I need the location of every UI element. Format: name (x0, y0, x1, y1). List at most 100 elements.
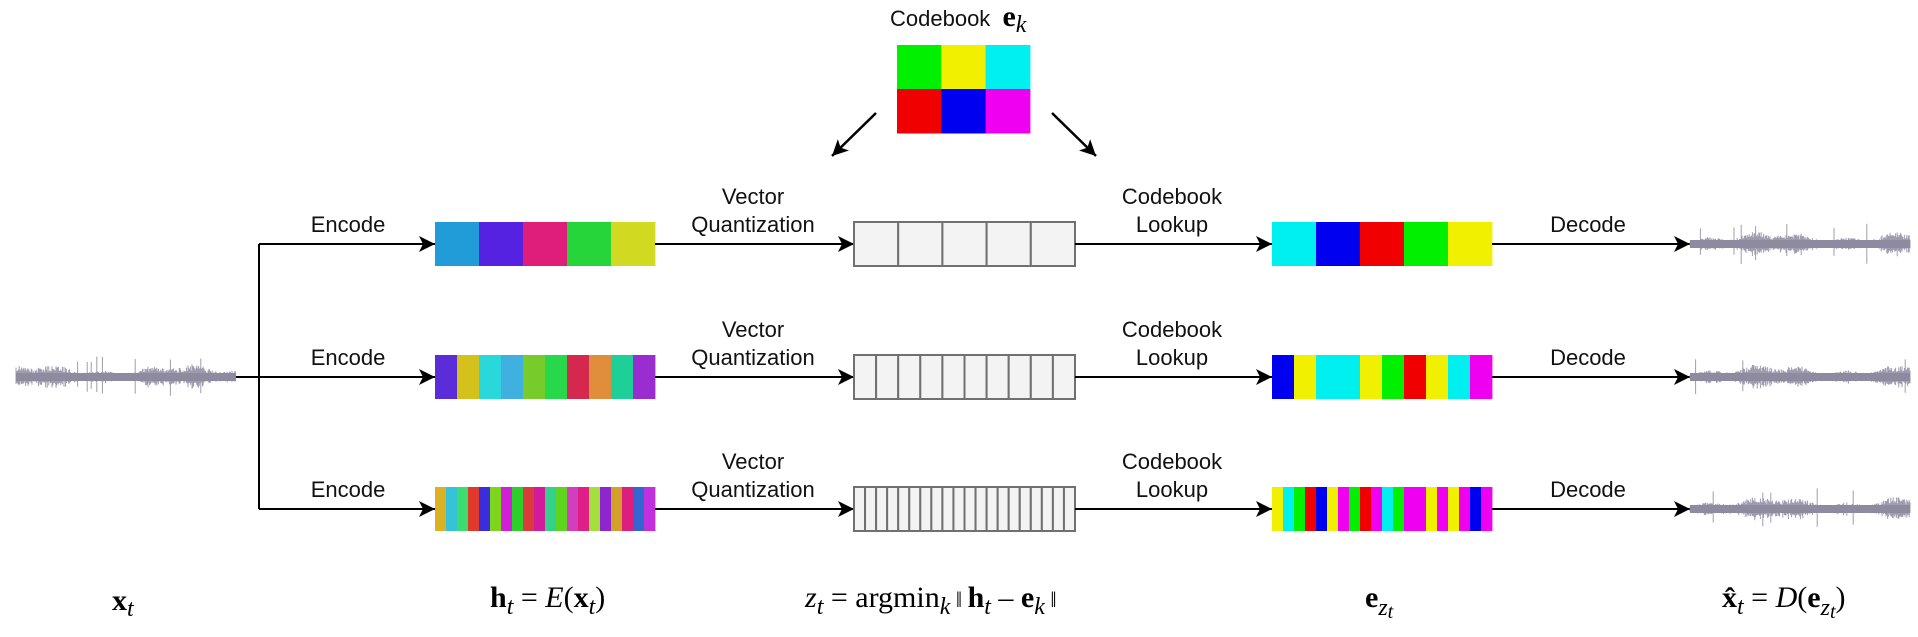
quantized-vector-segment (1316, 487, 1328, 531)
code-indices (853, 486, 1076, 532)
waveform-core (1690, 373, 1910, 381)
encoded-vector-segment (457, 487, 469, 531)
lookup-label-line2: Lookup (1136, 477, 1208, 502)
lookup-label-line1: Codebook (1122, 184, 1223, 209)
lookup-label-line1: Codebook (1122, 317, 1223, 342)
code-slot (941, 486, 955, 532)
quantized-vector-segment (1448, 487, 1460, 531)
code-slot (897, 221, 944, 267)
encoded-vector-segment (446, 487, 458, 531)
code-slot (941, 221, 988, 267)
quantized-vector-segment (1371, 487, 1383, 531)
quantized-vector-segment (1404, 355, 1427, 399)
code-slot (1029, 354, 1054, 400)
encoded-vector-segment (501, 355, 524, 399)
code-slot (1029, 486, 1043, 532)
encoded-vector-segment (633, 487, 645, 531)
vq-label-line1: Vector (722, 184, 784, 209)
quantized-vector-segment (1426, 355, 1449, 399)
encoded-vector-segment (523, 355, 546, 399)
waveform-core (16, 373, 236, 381)
vq-label-line2: Quantization (691, 477, 815, 502)
formula-decoder: x̂t = D(ezt) (1722, 581, 1846, 623)
quantized-vector-segment (1272, 355, 1295, 399)
code-slot (908, 486, 922, 532)
code-slot (974, 486, 988, 532)
quantized-vector-segment (1338, 487, 1350, 531)
lookup-label-line2: Lookup (1136, 345, 1208, 370)
quantized-vector-segment (1393, 487, 1405, 531)
encoded-vector-segment (468, 487, 480, 531)
codebook-symbol: e (1002, 0, 1015, 33)
input-waveform (15, 356, 236, 396)
quantized-vector-segment (1404, 222, 1449, 266)
quantized-vector (1272, 355, 1493, 399)
code-slot (985, 354, 1010, 400)
encoded-vector-segment (644, 487, 656, 531)
encoded-vector-segment (611, 222, 656, 266)
quantized-vector-segment (1448, 222, 1493, 266)
quantized-vector-segment (1459, 487, 1471, 531)
code-slot (853, 221, 900, 267)
code-slot (919, 486, 933, 532)
formula-encoder: ht = E(xt) (490, 581, 605, 620)
quantized-vector-segment (1360, 222, 1405, 266)
encoded-vector-segment (545, 487, 557, 531)
quantized-vector-segment (1470, 355, 1493, 399)
encoded-vector (435, 487, 656, 531)
quantized-vector-segment (1327, 487, 1339, 531)
waveform-core (1690, 505, 1910, 513)
code-slot (1018, 486, 1032, 532)
output-waveform (1689, 488, 1911, 527)
encoded-vector-segment (490, 487, 502, 531)
encoded-vector-segment (545, 355, 568, 399)
quantized-vector-segment (1338, 355, 1361, 399)
encoded-vector-segment (523, 487, 535, 531)
codebook-entry (985, 89, 1031, 134)
encoded-vector-segment (600, 487, 612, 531)
decode-label: Decode (1550, 345, 1626, 370)
codebook-symbol-sub: k (1016, 12, 1027, 38)
quantized-vector-segment (1448, 355, 1471, 399)
quantized-vector-segment (1360, 355, 1383, 399)
quantized-vector-segment (1349, 487, 1361, 531)
decode-label: Decode (1550, 477, 1626, 502)
code-indices (853, 354, 1077, 400)
vq-label-line1: Vector (722, 317, 784, 342)
encoded-vector-segment (611, 355, 634, 399)
quantized-vector-segment (1316, 222, 1361, 266)
code-slot (996, 486, 1010, 532)
waveform-core (1690, 240, 1910, 248)
encoded-vector-segment (534, 487, 546, 531)
code-slot (963, 354, 988, 400)
encoded-vector-segment (567, 355, 590, 399)
code-slot (952, 486, 966, 532)
encode-label: Encode (311, 477, 386, 502)
quantized-vector-segment (1294, 355, 1317, 399)
quantized-vector (1272, 487, 1493, 531)
code-slot (1007, 486, 1021, 532)
encoded-vector-segment (633, 355, 656, 399)
code-slot (1007, 354, 1032, 400)
vq-label-line2: Quantization (691, 212, 815, 237)
codebook-to-lookup-arrow (1051, 112, 1097, 157)
quantized-vector (1272, 222, 1493, 266)
code-slot (930, 486, 944, 532)
code-indices (853, 221, 1077, 267)
quantized-vector-segment (1437, 487, 1449, 531)
quantized-vector-segment (1481, 487, 1493, 531)
quantized-vector-segment (1272, 487, 1284, 531)
encoded-vector (435, 222, 656, 266)
encoded-vector-segment (479, 487, 491, 531)
codebook-grid (897, 45, 1031, 134)
encoded-vector-segment (611, 487, 623, 531)
lookup-label-line1: Codebook (1122, 449, 1223, 474)
encoded-vector-segment (589, 487, 601, 531)
code-slot (875, 486, 889, 532)
encode-label: Encode (311, 345, 386, 370)
decode-label: Decode (1550, 212, 1626, 237)
